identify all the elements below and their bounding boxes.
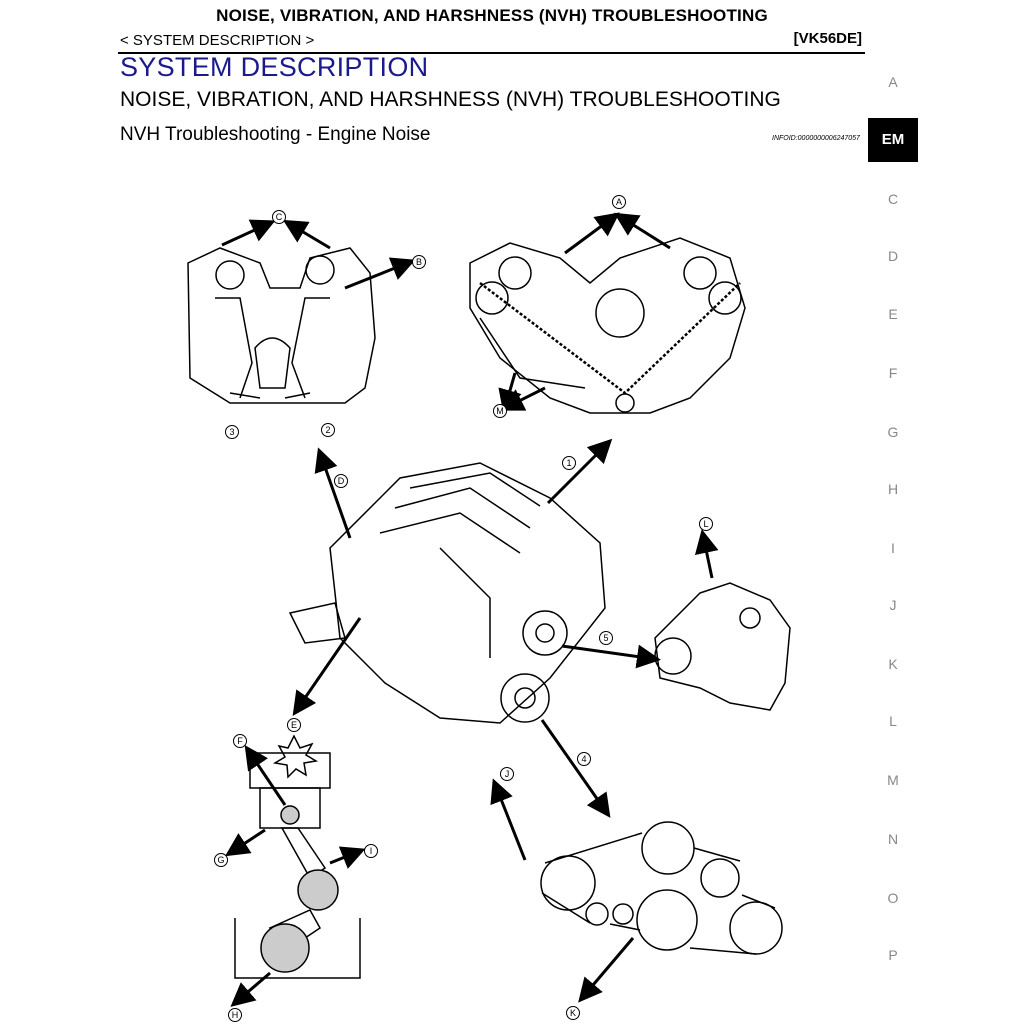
svg-text:1: 1 (566, 458, 571, 468)
tab-p[interactable]: P (888, 947, 898, 963)
callout-c: C (272, 210, 286, 224)
piston-conrod-illustration (234, 734, 361, 979)
drive-belt-illustration (540, 821, 783, 955)
callout-k: K (566, 1006, 580, 1020)
svg-text:K: K (570, 1008, 576, 1018)
callout-4: 4 (577, 752, 591, 766)
tab-n[interactable]: N (887, 831, 899, 847)
subsection-title: NOISE, VIBRATION, AND HARSHNESS (NVH) TR… (120, 88, 781, 111)
section-title: SYSTEM DESCRIPTION (120, 52, 429, 82)
tab-em[interactable]: EM (868, 118, 918, 162)
topic-title: NVH Troubleshooting - Engine Noise (120, 124, 431, 145)
callout-m: M (493, 404, 507, 418)
callout-h: H (228, 1008, 242, 1022)
tab-g[interactable]: G (887, 424, 899, 440)
callout-5: 5 (599, 631, 613, 645)
engine-assembly-illustration (288, 462, 606, 724)
svg-text:H: H (232, 1010, 239, 1020)
svg-text:E: E (291, 720, 297, 730)
tab-l[interactable]: L (889, 713, 897, 729)
callout-f: F (233, 734, 247, 748)
info-id: INFOID:0000000006247057 (772, 135, 860, 142)
callout-g: G (214, 853, 228, 867)
callout-a: A (612, 195, 626, 209)
callout-i: I (364, 844, 378, 858)
svg-text:M: M (496, 406, 504, 416)
svg-text:L: L (703, 519, 708, 529)
engine-noise-diagram: C B A M 3 2 D 1 L 5 E 4 F J G I K H (187, 195, 791, 1022)
callout-b: B (412, 255, 426, 269)
callout-d: D (334, 474, 348, 488)
breadcrumb[interactable]: < SYSTEM DESCRIPTION > (120, 32, 315, 49)
tab-f[interactable]: F (888, 365, 898, 381)
callout-1: 1 (562, 456, 576, 470)
svg-text:4: 4 (581, 754, 586, 764)
model-code: [VK56DE] (793, 30, 862, 47)
running-title: NOISE, VIBRATION, AND HARSHNESS (NVH) TR… (216, 6, 768, 25)
svg-text:5: 5 (603, 633, 608, 643)
tab-o[interactable]: O (887, 890, 899, 906)
tab-e[interactable]: E (888, 306, 898, 322)
callout-e: E (287, 718, 301, 732)
svg-text:J: J (505, 769, 510, 779)
svg-text:D: D (338, 476, 345, 486)
callout-3: 3 (225, 425, 239, 439)
svg-text:F: F (237, 736, 243, 746)
callout-j: J (500, 767, 514, 781)
svg-text:B: B (416, 257, 422, 267)
tab-i[interactable]: I (891, 540, 895, 556)
svg-text:3: 3 (229, 427, 234, 437)
tab-m[interactable]: M (887, 772, 899, 788)
tab-a[interactable]: A (888, 74, 898, 90)
timing-chain-illustration (469, 237, 746, 414)
svg-text:I: I (370, 846, 373, 856)
cylinder-head-illustration (187, 247, 376, 404)
callout-labels: C B A M 3 2 D 1 L 5 E 4 F J G I K H (214, 195, 713, 1022)
svg-text:C: C (276, 212, 283, 222)
svg-text:2: 2 (325, 425, 330, 435)
tab-c[interactable]: C (887, 191, 899, 207)
tab-j[interactable]: J (889, 597, 897, 613)
water-pump-illustration (654, 582, 791, 711)
svg-text:A: A (616, 197, 622, 207)
callout-2: 2 (321, 423, 335, 437)
tab-h[interactable]: H (887, 481, 899, 497)
tab-d[interactable]: D (887, 248, 899, 264)
header-rule (118, 52, 865, 54)
svg-text:G: G (217, 855, 224, 865)
callout-l: L (699, 517, 713, 531)
tab-k[interactable]: K (888, 656, 898, 672)
